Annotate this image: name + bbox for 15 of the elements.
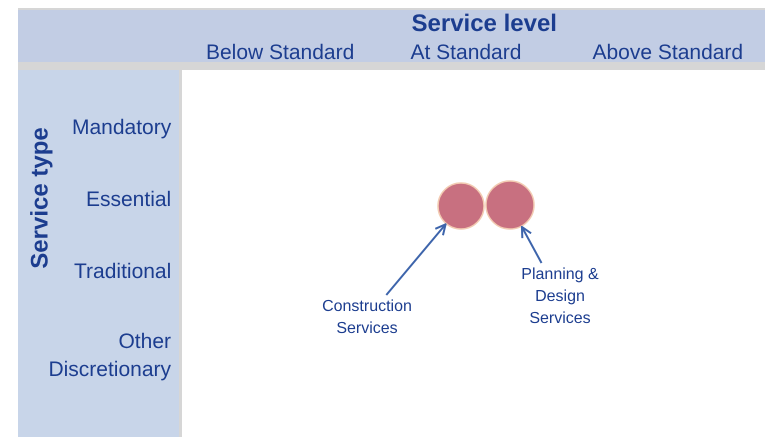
circle-marker (485, 180, 535, 230)
row-header: Essential (86, 188, 172, 212)
row-header: Traditional (74, 260, 172, 284)
row-header: Other Discretionary (47, 329, 171, 383)
axis-title: Service type (26, 127, 54, 269)
column-header: At Standard (410, 41, 522, 65)
callout-text: Construction Services (307, 296, 427, 340)
axis-title: Service level (412, 10, 557, 38)
column-header: Above Standard (592, 41, 744, 65)
leader-arrow (520, 226, 542, 264)
leader-arrow (386, 223, 447, 296)
circle-marker (437, 182, 485, 230)
row-header: Mandatory (72, 116, 172, 140)
column-header: Below Standard (206, 41, 354, 65)
callout-text: Planning & Design Services (510, 264, 610, 330)
